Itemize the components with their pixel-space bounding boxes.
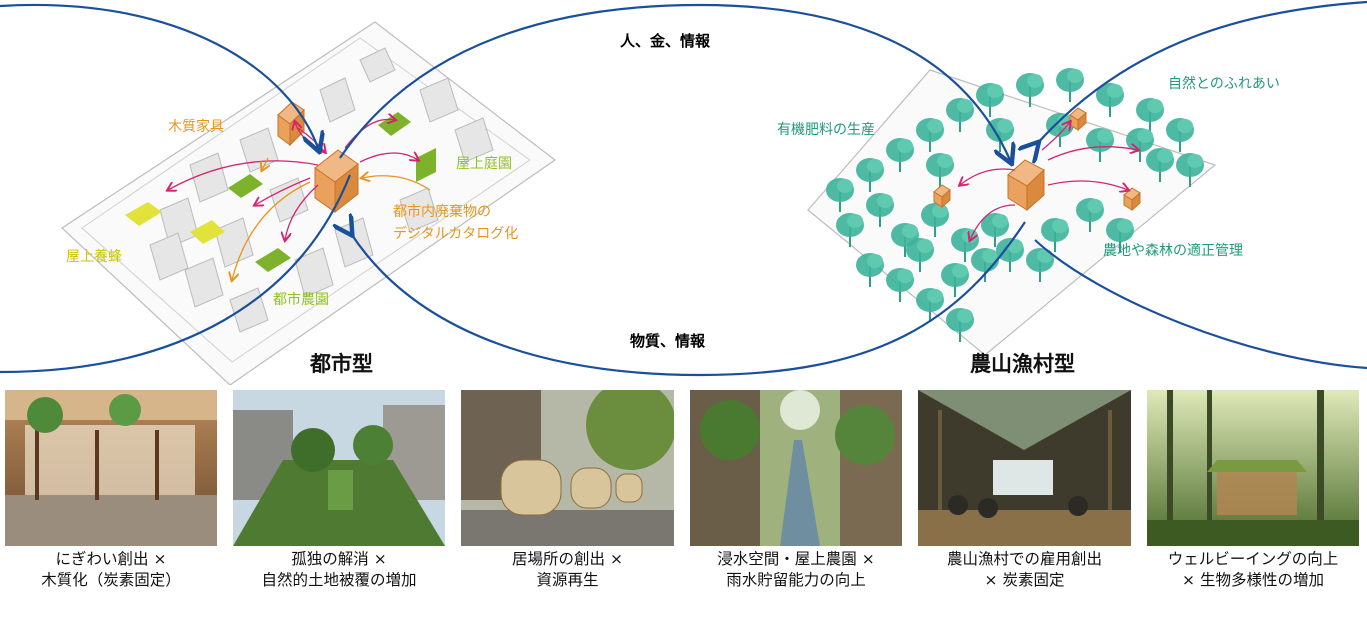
flow-curves bbox=[0, 0, 1367, 377]
caption-4-line2: 雨水貯留能力の向上 bbox=[726, 571, 866, 589]
photo-wooden-street bbox=[5, 390, 217, 546]
rural-type-title: 農山漁村型 bbox=[970, 352, 1075, 376]
caption-6-line1: ウェルビーイングの向上 bbox=[1167, 550, 1339, 568]
caption-1: にぎわい創出 × 木質化（炭素固定） bbox=[5, 549, 217, 593]
label-rooftop-beekeeping: 屋上養蜂 bbox=[66, 249, 122, 265]
forest-trees bbox=[826, 68, 1204, 342]
flow-label-bottom: 物質、情報 bbox=[630, 332, 706, 350]
waste-arrows bbox=[232, 157, 431, 280]
caption-6-line2: × 生物多様性の増加 bbox=[1182, 571, 1324, 589]
label-nature-contact: 自然とのふれあい bbox=[1168, 76, 1280, 92]
caption-1-line1: にぎわい創出 × bbox=[55, 550, 167, 568]
label-waste-catalog-1: 都市内廃棄物の bbox=[393, 204, 491, 220]
rural-cubes bbox=[933, 107, 1141, 212]
photo-rooftop-garden bbox=[233, 390, 445, 546]
label-organic-fertilizer: 有機肥料の生産 bbox=[777, 122, 875, 138]
urban-buildings bbox=[149, 47, 494, 333]
label-rooftop-garden: 屋上庭園 bbox=[456, 156, 512, 172]
diagram-canvas bbox=[0, 0, 1367, 386]
photo-pods-street bbox=[461, 390, 674, 546]
caption-6: ウェルビーイングの向上 × 生物多様性の増加 bbox=[1147, 549, 1359, 593]
caption-5: 農山漁村での雇用創出 × 炭素固定 bbox=[918, 549, 1131, 593]
caption-4: 浸水空間・屋上農園 × 雨水貯留能力の向上 bbox=[690, 549, 902, 593]
label-land-management: 農地や森林の適正管理 bbox=[1103, 243, 1243, 259]
circulation-diagram: 人、金、情報 物質、情報 木質家具 屋上庭園 都市内廃棄物の デジタルカタログ化… bbox=[0, 0, 1367, 386]
rooftop-patches bbox=[125, 112, 436, 272]
caption-3-line2: 資源再生 bbox=[536, 571, 599, 589]
flow-label-top: 人、金、情報 bbox=[620, 32, 711, 50]
caption-5-line1: 農山漁村での雇用創出 bbox=[946, 550, 1102, 568]
label-urban-farm: 都市農園 bbox=[273, 292, 329, 308]
photo-forest-structure bbox=[1147, 390, 1359, 546]
label-waste-catalog-2: デジタルカタログ化 bbox=[393, 226, 519, 242]
photo-canal-street bbox=[690, 390, 902, 546]
caption-2: 孤独の解消 × 自然的土地被覆の増加 bbox=[233, 549, 445, 593]
caption-2-line1: 孤独の解消 × bbox=[291, 550, 387, 568]
caption-1-line2: 木質化（炭素固定） bbox=[41, 571, 181, 589]
rural-flow-arrows bbox=[960, 122, 1138, 240]
caption-3-line1: 居場所の創出 × bbox=[512, 550, 623, 568]
label-wooden-furniture: 木質家具 bbox=[168, 119, 224, 135]
caption-2-line2: 自然的土地被覆の増加 bbox=[261, 571, 417, 589]
urban-type-title: 都市型 bbox=[310, 352, 373, 376]
photo-forest-pavilion bbox=[918, 390, 1131, 546]
urban-cubes bbox=[277, 101, 359, 214]
caption-4-line1: 浸水空間・屋上農園 × bbox=[717, 550, 875, 568]
caption-3: 居場所の創出 × 資源再生 bbox=[461, 549, 674, 593]
caption-5-line2: × 炭素固定 bbox=[984, 571, 1065, 589]
